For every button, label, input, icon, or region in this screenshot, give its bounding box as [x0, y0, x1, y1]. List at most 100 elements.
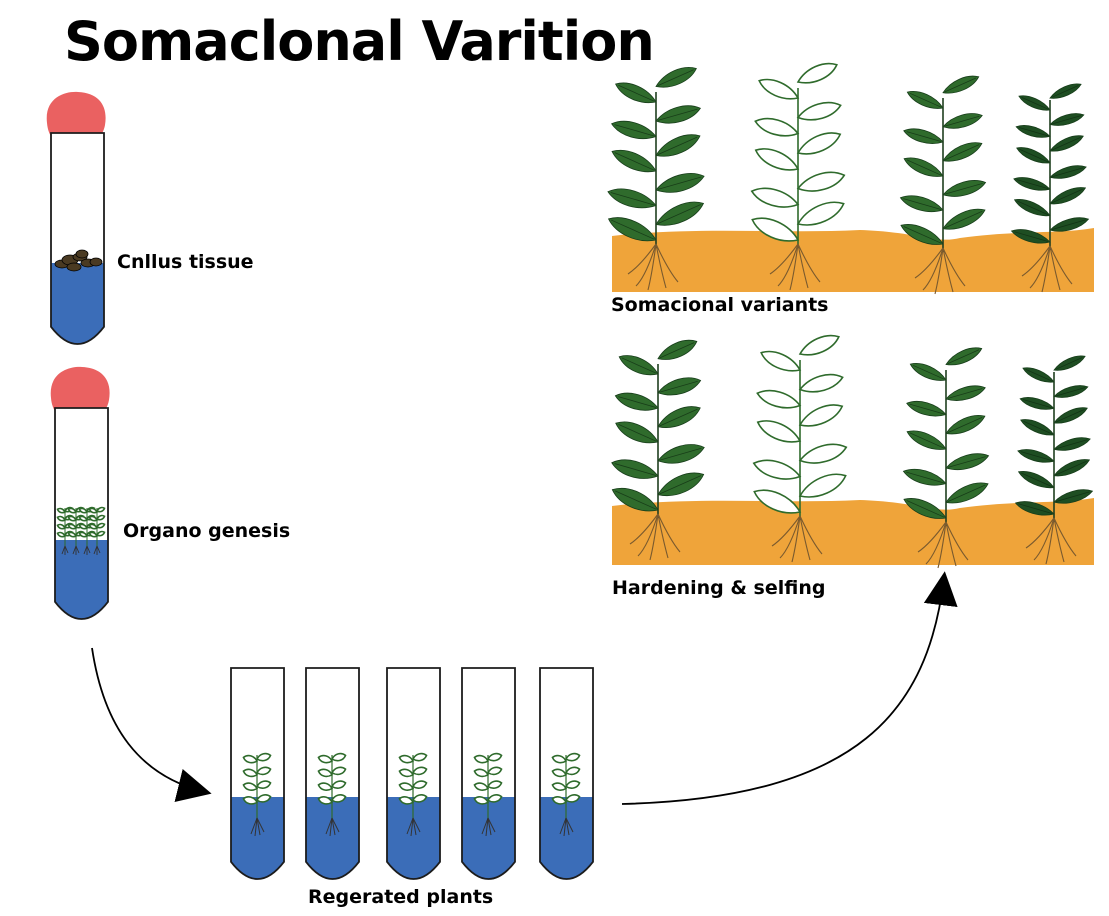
leaf — [330, 794, 347, 803]
root-system — [1025, 517, 1077, 565]
leaf — [1013, 177, 1051, 191]
leaf — [411, 794, 428, 803]
leaf — [330, 780, 347, 789]
leaf — [655, 173, 705, 193]
leaf — [56, 523, 67, 530]
plant-icon — [607, 67, 705, 291]
leaf — [1053, 489, 1094, 504]
leaf — [1010, 229, 1051, 244]
leaf — [1020, 419, 1055, 436]
leaf — [756, 420, 802, 443]
leaf — [798, 473, 847, 498]
leaf — [242, 796, 259, 805]
leaf — [67, 523, 78, 530]
leaf — [411, 752, 428, 762]
leaf — [906, 400, 947, 417]
leaf — [796, 101, 842, 121]
root-system — [917, 521, 969, 569]
leaf — [906, 430, 947, 450]
leaf — [903, 498, 947, 519]
leaf — [317, 768, 334, 778]
leaf — [473, 768, 490, 778]
regenerated-tube-3 — [386, 667, 441, 880]
culture-medium — [51, 263, 104, 345]
leaf — [255, 794, 272, 803]
leaf — [798, 404, 844, 427]
culture-medium — [55, 540, 108, 620]
root-system — [769, 243, 821, 291]
root-system — [1021, 245, 1073, 293]
leaf — [945, 453, 990, 471]
leaf — [317, 754, 334, 764]
leaf — [1018, 95, 1051, 111]
leaf — [564, 794, 581, 803]
leaf — [255, 766, 272, 776]
leaf — [657, 444, 705, 464]
leaf — [798, 334, 840, 356]
tube-outline — [386, 667, 441, 880]
leaf — [796, 171, 846, 192]
plant-icon — [752, 334, 848, 563]
leaf — [255, 752, 272, 762]
leaf — [750, 187, 800, 208]
leaf — [398, 768, 415, 778]
callus-blob-icon — [54, 249, 103, 272]
leaf — [611, 459, 659, 479]
leaf — [655, 201, 705, 226]
leaf — [657, 406, 701, 428]
plant-icon — [902, 347, 990, 569]
tube-outline — [305, 667, 360, 880]
leaf — [1053, 385, 1089, 398]
leaf — [78, 531, 89, 538]
leaf — [551, 796, 568, 805]
regenerated-plants-label: Regerated plants — [308, 886, 494, 908]
leaf — [1017, 471, 1055, 489]
leaf — [657, 339, 698, 360]
leaf — [754, 117, 800, 137]
leaf — [56, 507, 67, 514]
tube-roots — [325, 817, 340, 837]
leaf — [95, 506, 106, 513]
somaclonal-variants-label: Somacional variants — [611, 294, 829, 316]
leaf — [756, 389, 802, 409]
tube-outline — [539, 667, 594, 880]
leaf — [330, 752, 347, 762]
leaf — [78, 523, 89, 530]
leaf — [942, 113, 983, 129]
root-system — [771, 515, 823, 563]
leaf — [1053, 437, 1091, 451]
leaf — [945, 347, 983, 366]
leaf — [758, 78, 800, 100]
tube-roots — [406, 817, 421, 837]
small-plant-icon — [242, 752, 272, 837]
leaf — [486, 794, 503, 803]
tube-roots — [559, 817, 574, 837]
leaf — [903, 157, 944, 177]
leaf — [95, 530, 106, 537]
leaf — [398, 782, 415, 791]
leaf — [614, 392, 659, 411]
plant-icon — [1014, 355, 1094, 565]
leaf — [611, 120, 657, 140]
leaf — [798, 443, 848, 464]
regenerated-tube-2 — [305, 667, 360, 880]
leaf — [655, 105, 701, 124]
root-system — [914, 247, 966, 295]
leaf — [67, 507, 78, 514]
regenerated-tube-5 — [539, 667, 594, 880]
leaf — [655, 67, 697, 88]
small-plant-icon — [398, 752, 428, 837]
leaf — [1053, 459, 1091, 477]
arrow-to-hardening — [621, 571, 958, 805]
leaf — [255, 780, 272, 789]
tube-outline — [230, 667, 285, 880]
soil-bed — [612, 228, 1094, 292]
leaf — [551, 768, 568, 778]
leaf — [1017, 449, 1055, 463]
tube-callus — [51, 133, 104, 345]
plant-icon — [1010, 83, 1090, 293]
leaf — [906, 91, 944, 109]
tube-roots — [250, 817, 265, 837]
leaf — [56, 531, 67, 538]
